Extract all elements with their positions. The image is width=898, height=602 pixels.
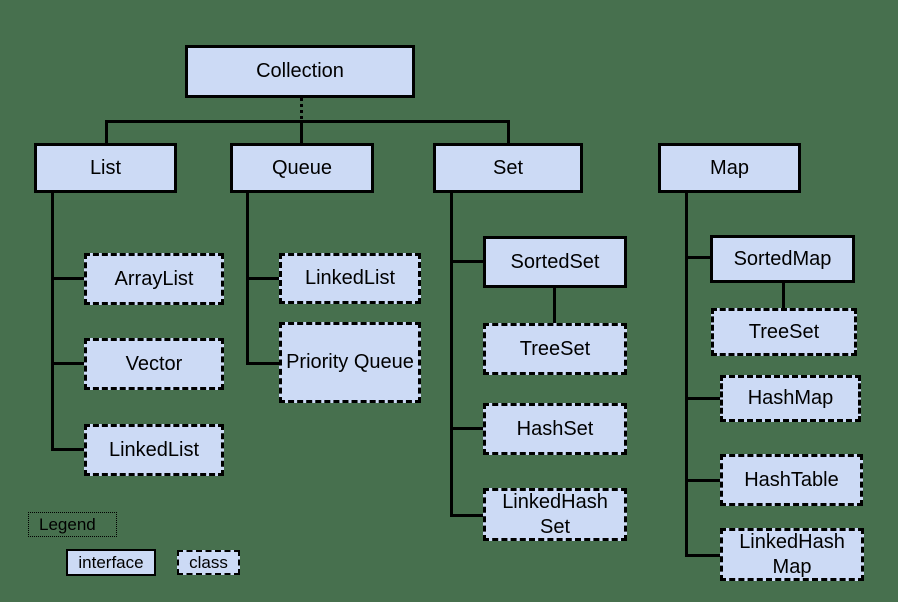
connector-sortedmap-treeset bbox=[782, 283, 785, 308]
connector-set-hashset bbox=[450, 427, 483, 430]
node-queue: Queue bbox=[230, 143, 374, 193]
connector-collection-drop bbox=[300, 98, 303, 121]
node-linkedhashmap: LinkedHash Map bbox=[720, 528, 864, 581]
connector-to-queue bbox=[300, 120, 303, 143]
node-collection: Collection bbox=[185, 45, 415, 98]
connector-list-vector bbox=[51, 362, 84, 365]
connector-map-sortedmap bbox=[685, 256, 711, 259]
node-sortedmap: SortedMap bbox=[710, 235, 855, 283]
node-set: Set bbox=[433, 143, 583, 193]
node-linkedlist-list: LinkedList bbox=[84, 424, 224, 476]
connector-set-trunk bbox=[450, 193, 453, 517]
connector-sortedset-treeset bbox=[553, 288, 556, 323]
node-treeset-map: TreeSet bbox=[711, 308, 857, 356]
node-hashtable: HashTable bbox=[720, 454, 863, 506]
node-priorityqueue: Priority Queue bbox=[279, 322, 421, 403]
connector-to-list bbox=[105, 120, 108, 143]
node-vector: Vector bbox=[84, 338, 224, 390]
legend-interface-sample: interface bbox=[66, 549, 156, 576]
legend-title: Legend bbox=[39, 514, 96, 534]
connector-map-linkedhashmap bbox=[685, 554, 721, 557]
connector-list-linkedlist bbox=[51, 448, 84, 451]
connector-map-hashmap bbox=[685, 397, 720, 400]
node-hashmap: HashMap bbox=[720, 375, 861, 422]
node-list: List bbox=[34, 143, 177, 193]
node-linkedhashset: LinkedHash Set bbox=[483, 488, 627, 541]
node-sortedset: SortedSet bbox=[483, 236, 627, 288]
node-map: Map bbox=[658, 143, 801, 193]
legend-title-box: Legend bbox=[28, 512, 117, 537]
legend-class-sample: class bbox=[177, 550, 240, 575]
connector-queue-priorityqueue bbox=[246, 362, 279, 365]
connector-set-linkedhashset bbox=[450, 514, 483, 517]
connector-to-set bbox=[507, 120, 510, 143]
connector-top-bar bbox=[105, 120, 510, 123]
connector-list-trunk bbox=[51, 193, 54, 451]
connector-map-trunk bbox=[685, 193, 688, 557]
node-hashset: HashSet bbox=[483, 403, 627, 455]
connector-set-sortedset bbox=[450, 260, 483, 263]
connector-list-arraylist bbox=[51, 277, 84, 280]
legend-class-label: class bbox=[189, 552, 228, 572]
node-treeset-set: TreeSet bbox=[483, 323, 627, 375]
legend-interface-label: interface bbox=[78, 552, 144, 572]
node-linkedlist-queue: LinkedList bbox=[279, 253, 421, 304]
connector-queue-linkedlist bbox=[246, 277, 279, 280]
connector-map-hashtable bbox=[685, 479, 720, 482]
node-arraylist: ArrayList bbox=[84, 253, 224, 305]
